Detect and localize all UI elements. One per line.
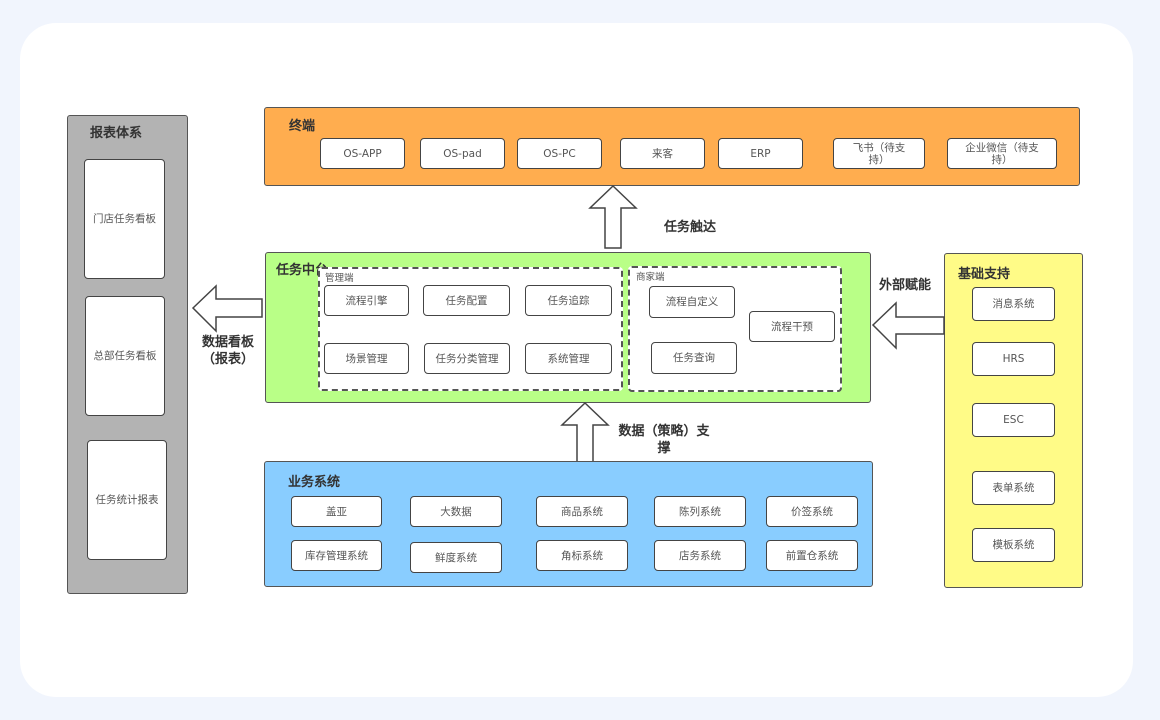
business-freshness[interactable]: 鲜度系统 <box>410 542 502 573</box>
business-gaia[interactable]: 盖亚 <box>291 496 382 527</box>
report-store-board[interactable]: 门店任务看板 <box>84 159 165 279</box>
terminal-wecom[interactable]: 企业微信（待支持） <box>947 138 1057 169</box>
business-store-affairs[interactable]: 店务系统 <box>654 540 746 571</box>
business-product[interactable]: 商品系统 <box>536 496 628 527</box>
report-hq-board[interactable]: 总部任务看板 <box>85 296 165 416</box>
admin-scene-mgmt[interactable]: 场景管理 <box>324 343 409 374</box>
task-reach-label: 任务触达 <box>664 220 717 235</box>
business-bigdata[interactable]: 大数据 <box>410 496 502 527</box>
terminal-laike[interactable]: 来客 <box>620 138 705 169</box>
report-task-stats[interactable]: 任务统计报表 <box>87 440 167 560</box>
external-enable-arrow <box>871 301 945 350</box>
foundation-form[interactable]: 表单系统 <box>972 471 1055 505</box>
terminal-os-pad[interactable]: OS-pad <box>420 138 505 169</box>
dashboard-label-text: 数据看板（报表） <box>201 335 254 367</box>
terminal-panel: 终端 <box>264 107 1080 186</box>
task-reach-arrow <box>588 184 638 249</box>
admin-task-category-mgmt[interactable]: 任务分类管理 <box>424 343 510 374</box>
admin-system-mgmt[interactable]: 系统管理 <box>525 343 612 374</box>
task-platform-title: 任务中台 <box>276 263 329 278</box>
terminal-title: 终端 <box>289 119 316 134</box>
admin-task-tracking[interactable]: 任务追踪 <box>525 285 612 316</box>
admin-task-config[interactable]: 任务配置 <box>423 285 510 316</box>
foundation-template[interactable]: 模板系统 <box>972 528 1055 562</box>
dashboard-label: 数据看板（报表） <box>196 334 260 368</box>
foundation-message[interactable]: 消息系统 <box>972 287 1055 321</box>
business-title: 业务系统 <box>288 475 341 490</box>
business-corner-mark[interactable]: 角标系统 <box>536 540 628 571</box>
terminal-os-pc[interactable]: OS-PC <box>517 138 602 169</box>
dashboard-arrow <box>191 284 263 333</box>
business-front-warehouse[interactable]: 前置仓系统 <box>766 540 858 571</box>
reports-title: 报表体系 <box>90 126 143 141</box>
data-support-arrow <box>560 401 610 464</box>
merchant-flow-custom[interactable]: 流程自定义 <box>649 286 735 318</box>
admin-group-label: 管理端 <box>325 273 354 284</box>
business-display[interactable]: 陈列系统 <box>654 496 746 527</box>
foundation-hrs[interactable]: HRS <box>972 342 1055 376</box>
terminal-erp[interactable]: ERP <box>718 138 803 169</box>
terminal-os-app[interactable]: OS-APP <box>320 138 405 169</box>
data-support-label-text: 数据（策略）支撑 <box>618 424 710 456</box>
foundation-esc[interactable]: ESC <box>972 403 1055 437</box>
business-inventory[interactable]: 库存管理系统 <box>291 540 382 571</box>
external-enable-label: 外部赋能 <box>879 278 932 293</box>
merchant-flow-intervene[interactable]: 流程干预 <box>749 311 835 342</box>
merchant-group-label: 商家端 <box>636 272 665 283</box>
merchant-task-query[interactable]: 任务查询 <box>651 342 737 374</box>
terminal-feishu[interactable]: 飞书（待支持） <box>833 138 925 169</box>
business-price-tag[interactable]: 价签系统 <box>766 496 858 527</box>
admin-flow-engine[interactable]: 流程引擎 <box>324 285 409 316</box>
foundation-title: 基础支持 <box>958 267 1011 282</box>
data-support-label: 数据（策略）支撑 <box>616 423 712 457</box>
